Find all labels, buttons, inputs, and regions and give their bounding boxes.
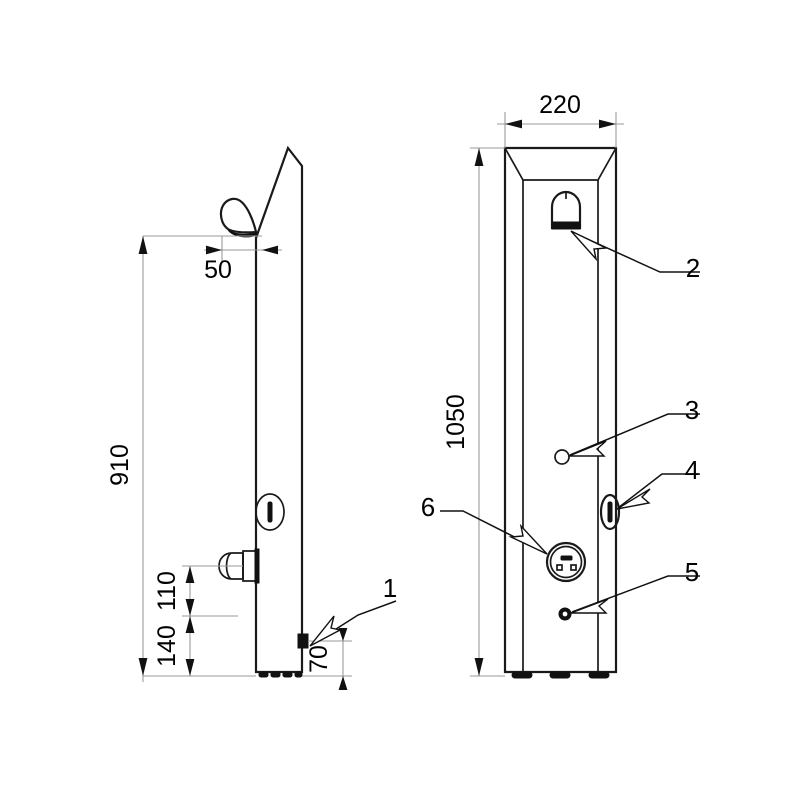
callout-1: 1 <box>309 573 397 647</box>
oval-button-side <box>255 493 285 531</box>
side-view-body-outline <box>254 145 304 674</box>
dimension-1050-label: 1050 <box>442 394 470 450</box>
front-view-feet <box>511 671 610 679</box>
oval-button-side-slot <box>267 501 273 523</box>
dimension-110: 110 <box>153 565 243 617</box>
callout-2: 2 <box>570 230 700 283</box>
dimension-220: 220 <box>497 91 624 148</box>
callout-3: 3 <box>568 395 700 457</box>
dimension-50: 50 <box>143 235 282 284</box>
dimension-110-label: 110 <box>153 571 181 611</box>
round-control-knob <box>545 541 587 583</box>
callout-4: 4 <box>616 455 700 510</box>
small-dot-port-hole <box>562 611 568 617</box>
callout-4-label: 4 <box>685 455 699 485</box>
callout-5-label: 5 <box>685 557 699 587</box>
dimension-1050: 1050 <box>442 147 505 677</box>
dimension-70-label: 70 <box>305 645 333 673</box>
callout-6: 6 <box>421 492 548 555</box>
side-view-feet <box>258 671 303 678</box>
callout-5: 5 <box>570 557 700 614</box>
dimension-70: 70 <box>302 628 352 690</box>
dimension-910-label: 910 <box>106 444 134 486</box>
dimension-50-label: 50 <box>204 256 232 284</box>
front-view-top-bevel <box>504 147 617 181</box>
shower-head-nozzle-side <box>219 197 258 234</box>
callout-2-label: 2 <box>686 253 700 283</box>
side-view: 50 910 110 <box>106 145 397 690</box>
callout-6-label: 6 <box>421 492 435 522</box>
dimension-140: 140 <box>153 615 256 677</box>
dimension-910: 910 <box>106 236 256 682</box>
dimension-140-label: 140 <box>153 625 181 667</box>
shower-head-nozzle-front-shade <box>551 221 581 230</box>
small-circular-port <box>554 449 570 465</box>
front-view: 220 1050 2 3 <box>421 91 700 679</box>
callout-3-label: 3 <box>685 395 699 425</box>
oval-button-slot <box>607 501 613 523</box>
callout-1-label: 1 <box>383 573 397 603</box>
oval-button <box>599 493 621 531</box>
dimension-220-label: 220 <box>539 91 581 119</box>
front-view-body-outline <box>503 146 618 674</box>
